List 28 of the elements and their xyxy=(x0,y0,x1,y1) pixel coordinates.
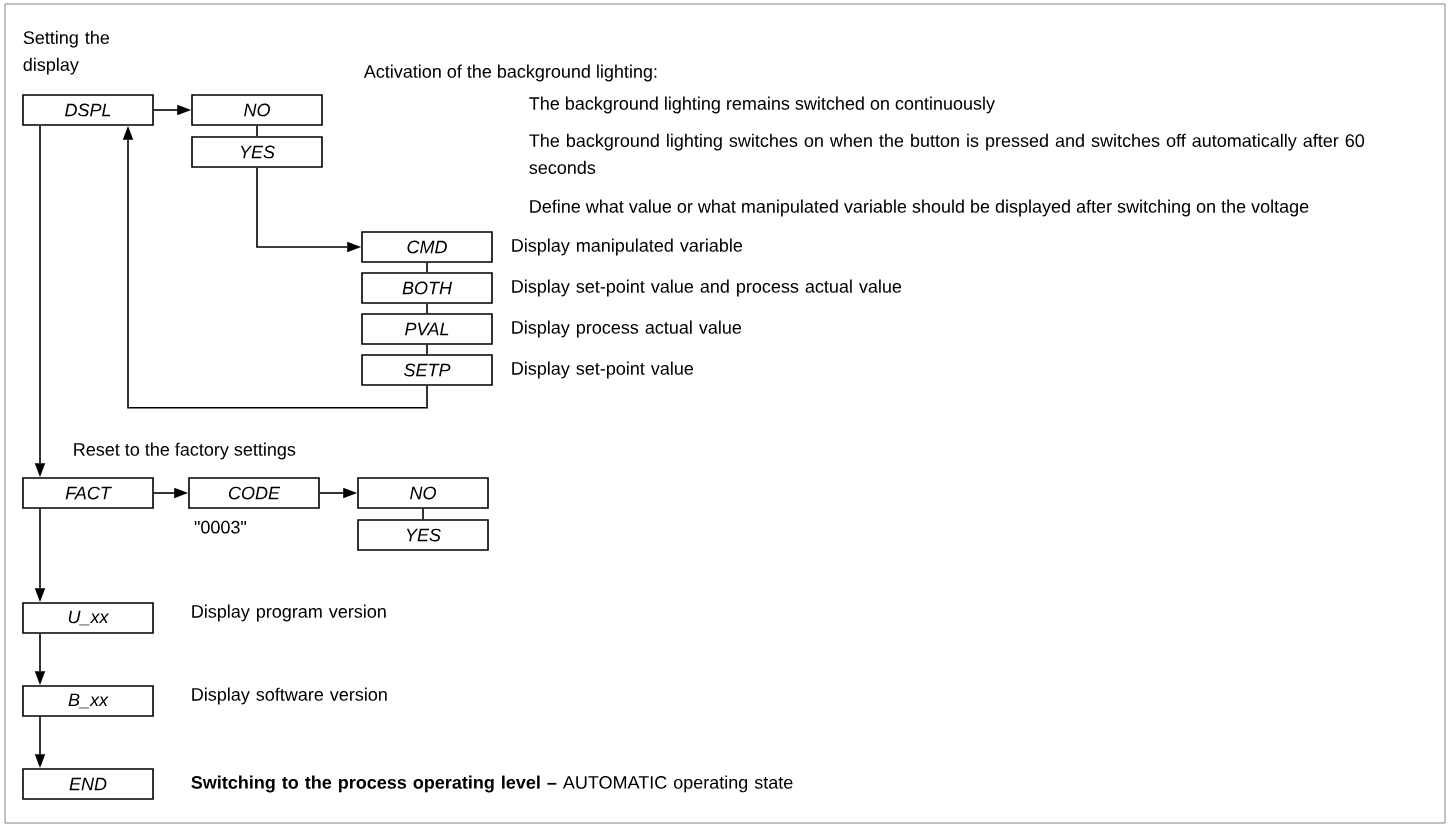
description-text: Activation of the background lighting: xyxy=(363,64,657,82)
menu-box: YES xyxy=(191,136,323,168)
description-text: "0003" xyxy=(194,520,247,534)
description-text: The background lighting remains switched on continuously xyxy=(529,96,995,114)
menu-box: CMD xyxy=(361,231,493,263)
description-text: Display set-point value xyxy=(512,361,694,379)
menu-box: PVAL xyxy=(361,313,493,345)
description-text: Define what value or what manipulated variable should be displayed after switching on the voltage xyxy=(530,199,1309,217)
menu-box: U_xx xyxy=(22,602,154,634)
description-text: Display program version xyxy=(192,604,386,622)
menu-box: B_xx xyxy=(22,685,154,717)
description-text: Display manipulated variable xyxy=(512,238,743,256)
description-text: Reset to the factory settings xyxy=(74,442,296,460)
menu-box: BOTH xyxy=(361,272,493,304)
description-text: Display software version xyxy=(192,687,387,705)
menu-box: YES xyxy=(357,519,489,551)
menu-box: SETP xyxy=(361,354,493,386)
description-text: Setting the display xyxy=(23,30,110,75)
menu-box: DSPL xyxy=(22,94,154,126)
menu-box: END xyxy=(22,768,154,800)
description-text: The background lighting switches on when the button is pressed and switches off automatically after 60 seconds xyxy=(529,133,1365,174)
description-text: Display set-point value and process actual value xyxy=(512,279,902,297)
description-text: Switching to the process operating level – AUTOMATIC operating state xyxy=(191,775,793,793)
description-text: Display process actual value xyxy=(512,320,742,338)
menu-box: CODE xyxy=(188,477,320,509)
menu-box: NO xyxy=(357,477,489,509)
menu-box: FACT xyxy=(22,477,154,509)
menu-box: NO xyxy=(191,94,323,126)
